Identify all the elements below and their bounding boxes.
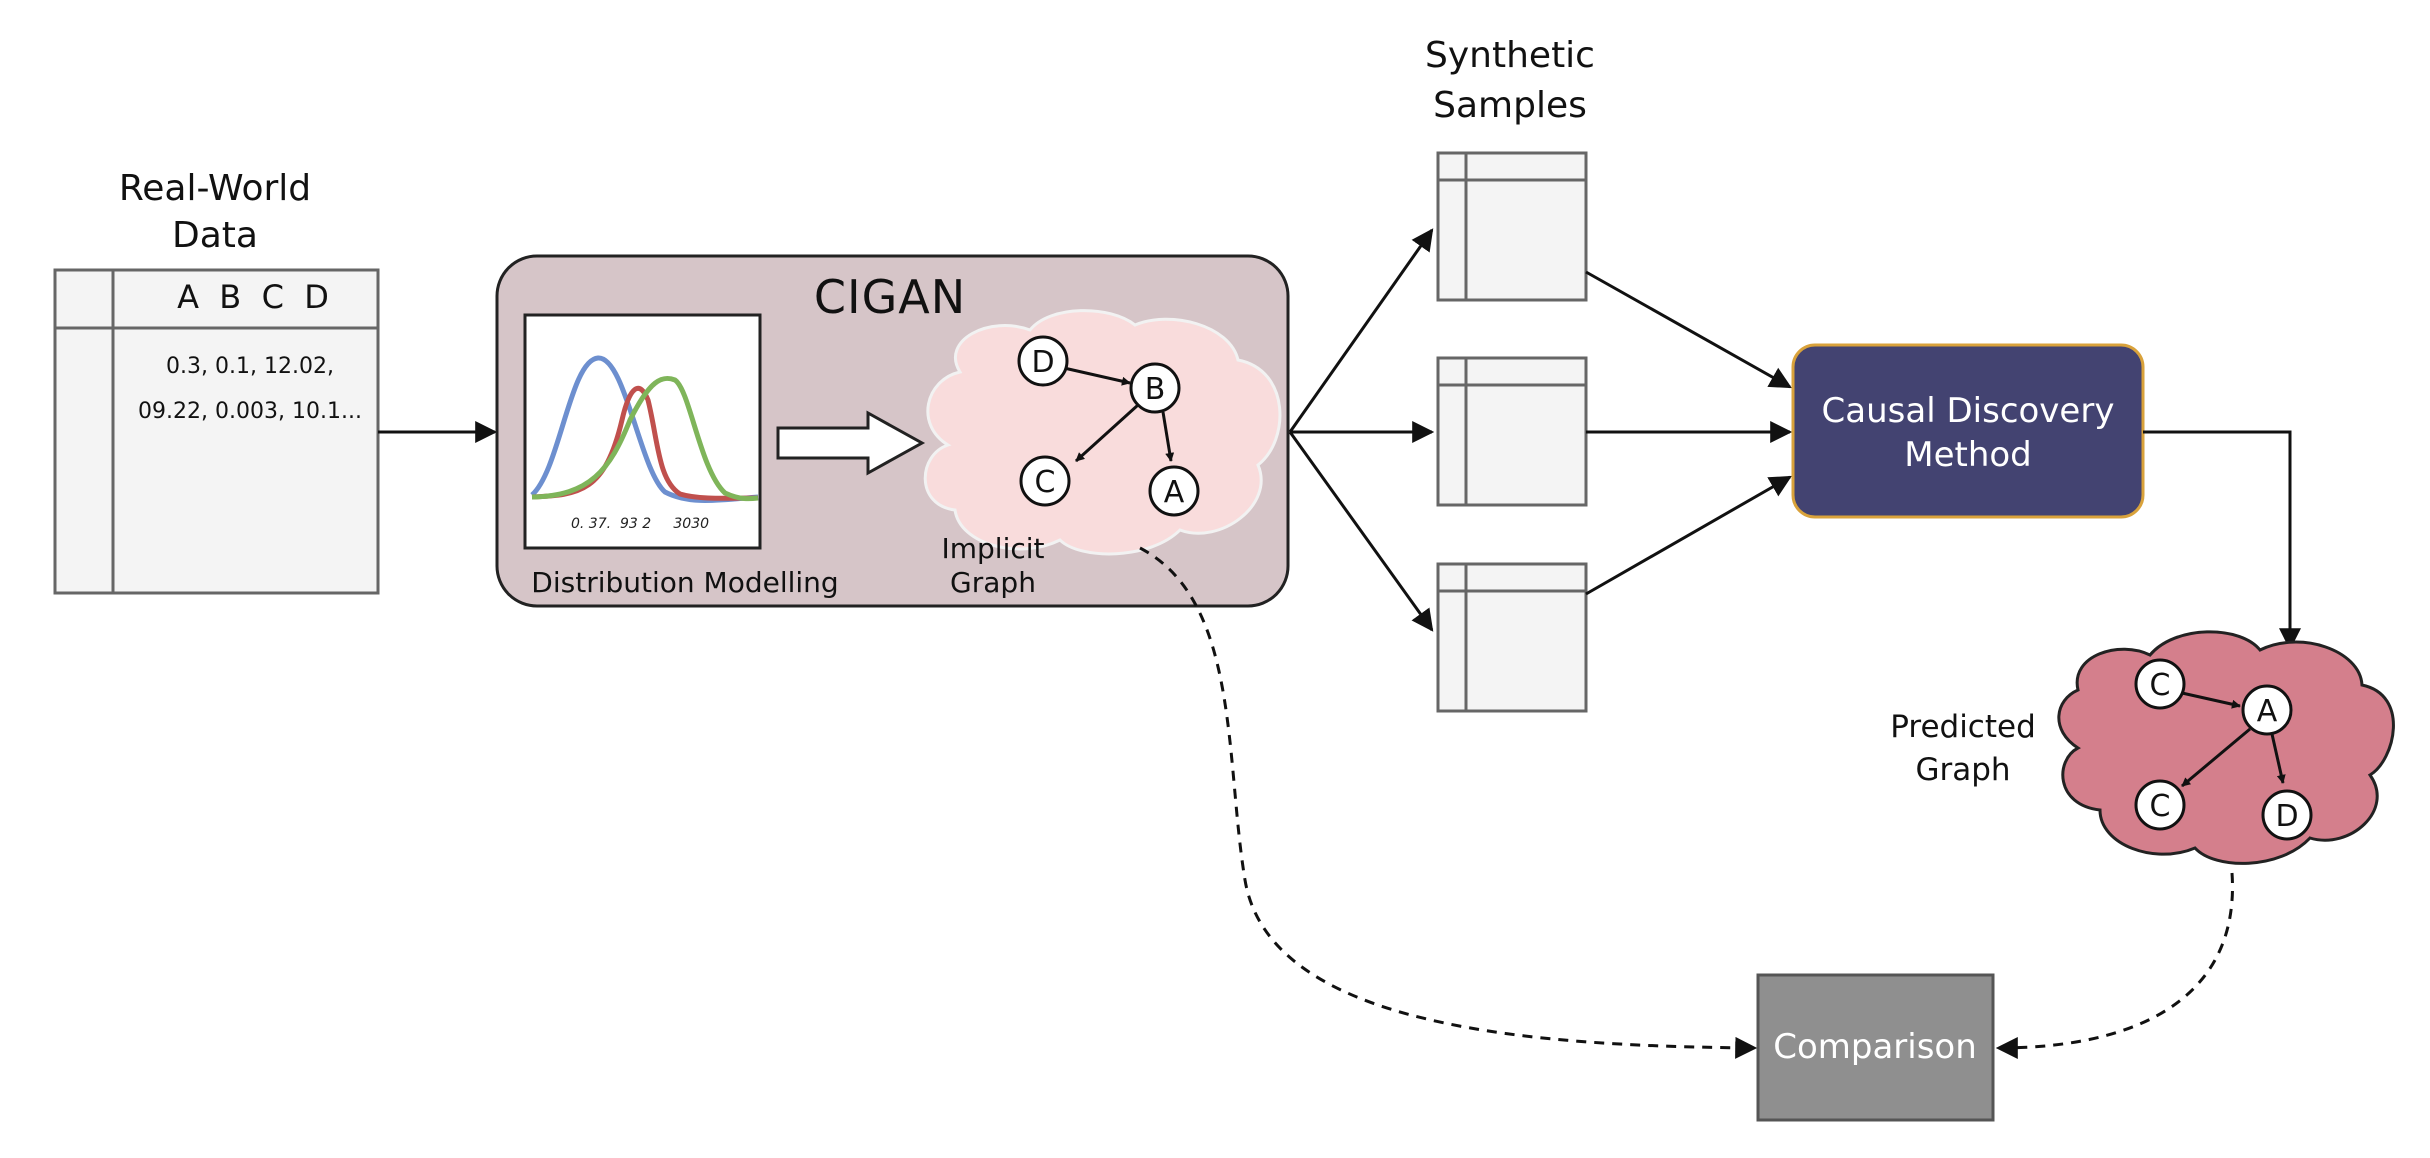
- implicit-graph-node-c: C: [1019, 455, 1071, 507]
- predicted-graph-label: Predicted: [1890, 709, 2036, 745]
- causal-discovery-label: Causal Discovery: [1822, 391, 2115, 431]
- implicit-graph-label: Implicit: [941, 532, 1044, 565]
- distribution-plot: 0. 37. 93 2 3030: [523, 313, 762, 550]
- svg-text:C: C: [2150, 668, 2171, 703]
- predicted-graph-node-c: C: [2134, 658, 2186, 710]
- svg-text:A: A: [2257, 694, 2278, 729]
- synthetic-samples-title: Synthetic: [1425, 35, 1595, 76]
- synthetic-samples-title-2: Samples: [1433, 85, 1587, 126]
- predicted-graph-label-2: Graph: [1915, 752, 2010, 788]
- data-table-columns: A B C D: [177, 278, 329, 316]
- svg-text:C: C: [2150, 789, 2171, 824]
- hollow-arrow: [776, 410, 926, 476]
- predicted-graph-edges: [2181, 691, 2286, 788]
- comparison-block: Comparison: [1756, 973, 1995, 1122]
- svg-text:D: D: [1031, 345, 1054, 380]
- implicit-graph-label-2: Graph: [950, 566, 1036, 599]
- arrows-samples-to-method: [1585, 270, 1793, 596]
- synthetic-sample-table-3: [1436, 562, 1588, 713]
- dashed-arrow-implicit-to-comparison: [1139, 546, 1758, 1059]
- distribution-curve-blue: [530, 355, 759, 503]
- predicted-graph-node-c2: C: [2134, 779, 2186, 831]
- predicted-graph-block: C A C D Predicted Graph: [1890, 630, 2395, 865]
- arrow-method-to-predicted: [2143, 430, 2301, 651]
- svg-text:A: A: [1164, 475, 1185, 510]
- predicted-graph-node-a: A: [2241, 684, 2293, 736]
- distribution-modelling-label: Distribution Modelling: [531, 566, 838, 599]
- distribution-curve-green: [531, 375, 759, 502]
- causal-discovery-label-2: Method: [1904, 435, 2032, 475]
- implicit-graph-node-d: D: [1017, 335, 1069, 387]
- synthetic-sample-table-2: [1436, 356, 1588, 507]
- real-world-data-title: Real-World: [119, 168, 311, 209]
- implicit-graph-cloud: [923, 309, 1282, 556]
- causal-discovery-method-block: Causal Discovery Method: [1791, 343, 2145, 519]
- predicted-graph-node-d: D: [2261, 789, 2313, 841]
- synthetic-sample-table-1: [1436, 151, 1588, 302]
- cigan-title: CIGAN: [814, 270, 966, 324]
- svg-text:C: C: [1035, 465, 1056, 500]
- real-world-data-title-2: Data: [172, 215, 258, 256]
- data-table-values-2: 09.22, 0.003, 10.1...: [138, 399, 362, 424]
- svg-text:D: D: [2275, 799, 2298, 834]
- implicit-graph-node-a: A: [1148, 465, 1200, 517]
- distribution-tick-labels: 0. 37. 93 2 3030: [571, 516, 709, 532]
- implicit-graph-node-b: B: [1129, 362, 1181, 414]
- dashed-arrow-predicted-to-comparison: [1995, 872, 2234, 1059]
- comparison-label: Comparison: [1773, 1027, 1977, 1067]
- svg-text:B: B: [1145, 372, 1166, 407]
- data-table: [53, 268, 380, 595]
- cigan-block: CIGAN 0. 37. 93 2 3030 Distribution Mode…: [495, 254, 1290, 608]
- arrows-cigan-to-samples: [1288, 228, 1435, 632]
- implicit-graph-edges: [1063, 366, 1175, 463]
- real-world-data-block: Real-World Data A B C D 0.3, 0.1, 12.02,…: [53, 168, 380, 595]
- data-table-values-1: 0.3, 0.1, 12.02,: [166, 354, 334, 379]
